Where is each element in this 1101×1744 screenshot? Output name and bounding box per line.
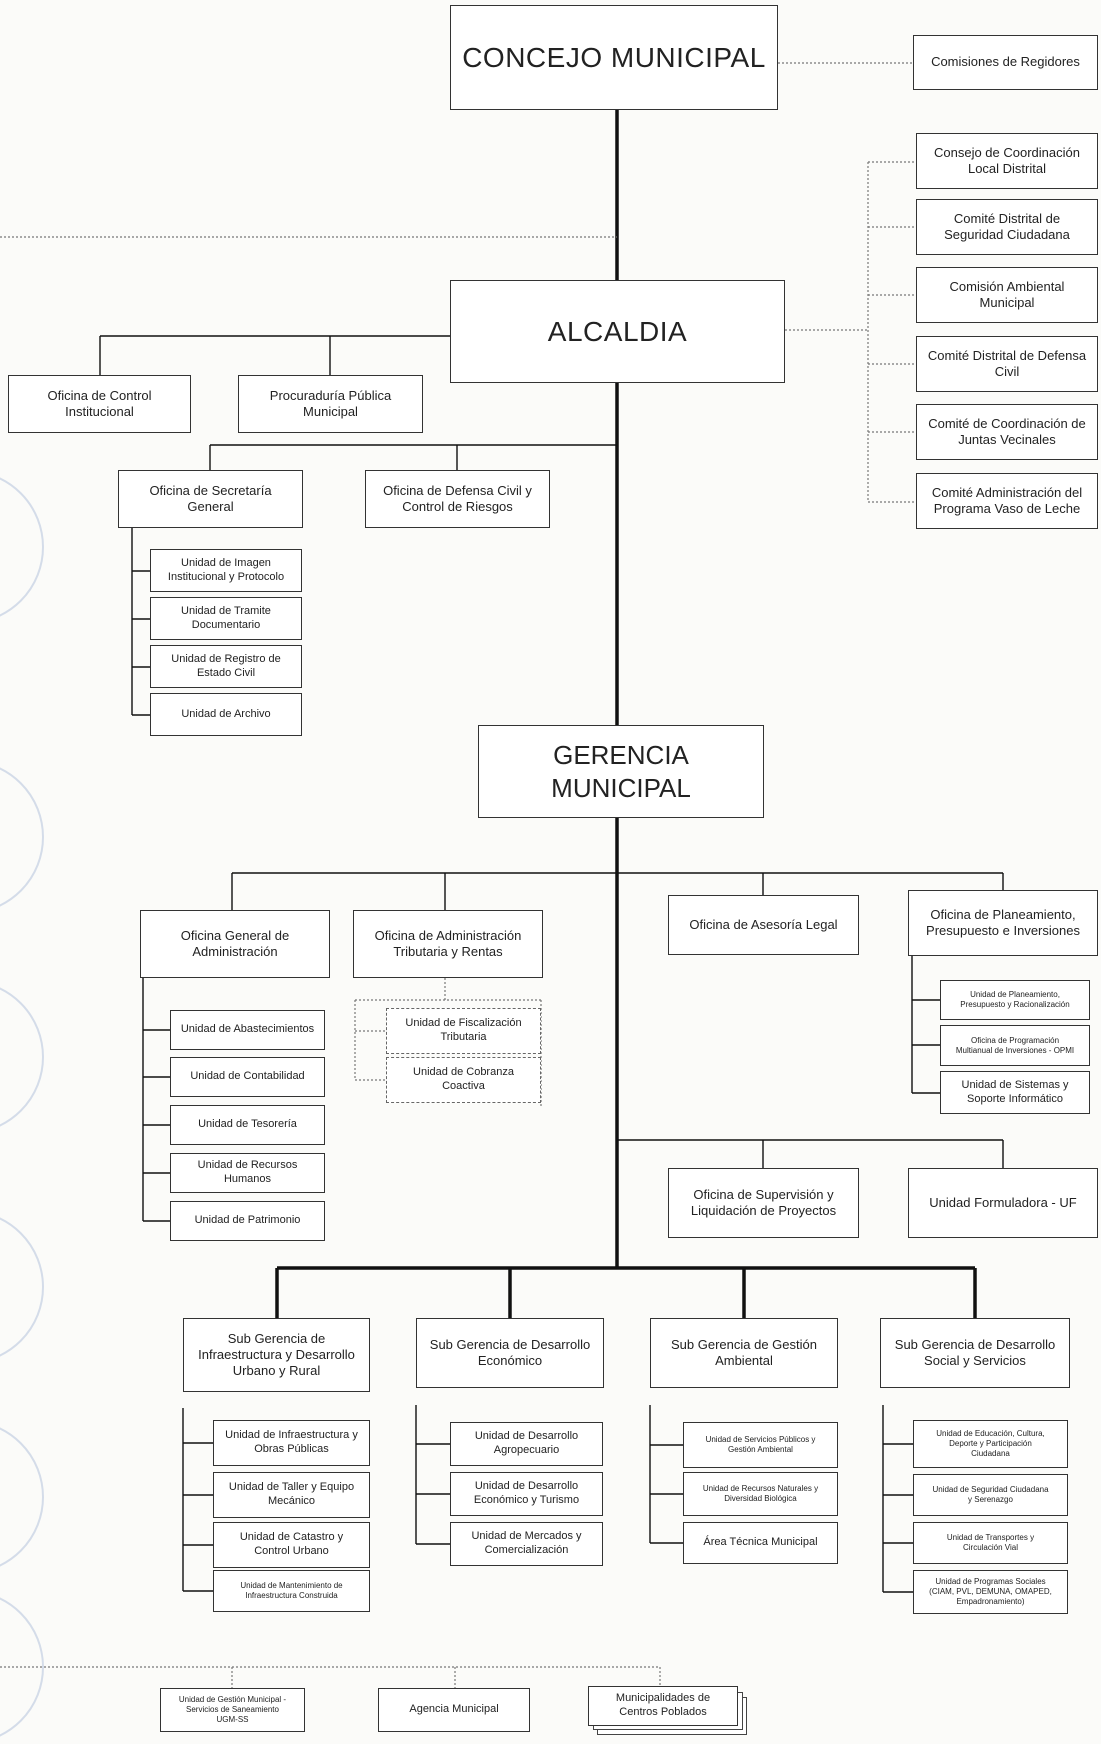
admin-unit-box: Unidad de Contabilidad	[170, 1057, 325, 1097]
subgerencia-unit-box: Unidad de Infraestructura y Obras Públic…	[213, 1420, 370, 1466]
defensa-civil-box: Oficina de Defensa Civil y Control de Ri…	[365, 470, 550, 528]
committee-box: Comité Distrital de Seguridad Ciudadana	[916, 199, 1098, 255]
procuraduria-box: Procuraduría Pública Municipal	[238, 375, 423, 433]
secretaria-unit-box: Unidad de Archivo	[150, 693, 302, 736]
admin-unit-box: Unidad de Patrimonio	[170, 1201, 325, 1241]
subgerencia-unit-box: Unidad de Transportes y Circulación Vial	[913, 1522, 1068, 1564]
subgerencia-unit-box: Área Técnica Municipal	[683, 1522, 838, 1564]
admin-unit-box: Unidad de Recursos Humanos	[170, 1153, 325, 1193]
planeamiento-box: Oficina de Planeamiento, Presupuesto e I…	[908, 890, 1098, 956]
alcaldia-box: ALCALDIA	[450, 280, 785, 383]
committee-box: Comité de Coordinación de Juntas Vecinal…	[916, 404, 1098, 460]
subgerencia-unit-box: Unidad de Educación, Cultura, Deporte y …	[913, 1420, 1068, 1468]
tributaria-box: Oficina de Administración Tributaria y R…	[353, 910, 543, 978]
planeamiento-unit-box: Oficina de Programación Multianual de In…	[940, 1025, 1090, 1066]
subgerencia-unit-box: Unidad de Mantenimiento de Infraestructu…	[213, 1570, 370, 1612]
subgerencia-unit-box: Unidad de Catastro y Control Urbano	[213, 1522, 370, 1568]
committee-box: Comisión Ambiental Municipal	[916, 267, 1098, 323]
subgerencia-unit-box: Unidad de Programas Sociales (CIAM, PVL,…	[913, 1570, 1068, 1614]
subgerencia-box: Sub Gerencia de Infraestructura y Desarr…	[183, 1318, 370, 1392]
supervision-box: Oficina de Supervisión y Liquidación de …	[668, 1168, 859, 1238]
admin-unit-box: Unidad de Abastecimientos	[170, 1010, 325, 1050]
subgerencia-unit-box: Unidad de Desarrollo Económico y Turismo	[450, 1472, 603, 1516]
subgerencia-unit-box: Unidad de Recursos Naturales y Diversida…	[683, 1472, 838, 1516]
centros-poblados-box: Municipalidades de Centros Poblados	[588, 1686, 738, 1726]
ugm-ss-box: Unidad de Gestión Municipal - Servicios …	[160, 1688, 305, 1732]
secretaria-unit-box: Unidad de Tramite Documentario	[150, 597, 302, 640]
control-institucional-box: Oficina de Control Institucional	[8, 375, 191, 433]
subgerencia-unit-box: Unidad de Mercados y Comercialización	[450, 1522, 603, 1566]
subgerencia-unit-box: Unidad de Seguridad Ciudadana y Serenazg…	[913, 1474, 1068, 1516]
subgerencia-box: Sub Gerencia de Gestión Ambiental	[650, 1318, 838, 1388]
comisiones-regidores-box: Comisiones de Regidores	[913, 35, 1098, 90]
unidad-formuladora-box: Unidad Formuladora - UF	[908, 1168, 1098, 1238]
secretaria-general-box: Oficina de Secretaría General	[118, 470, 303, 528]
gerencia-municipal-box: GERENCIA MUNICIPAL	[478, 725, 764, 818]
committee-box: Comité Administración del Programa Vaso …	[916, 473, 1098, 529]
secretaria-unit-box: Unidad de Registro de Estado Civil	[150, 645, 302, 688]
asesoria-legal-box: Oficina de Asesoría Legal	[668, 895, 859, 955]
concejo-municipal-box: CONCEJO MUNICIPAL	[450, 5, 778, 110]
secretaria-unit-box: Unidad de Imagen Institucional y Protoco…	[150, 549, 302, 592]
planeamiento-unit-box: Unidad de Planeamiento, Presupuesto y Ra…	[940, 980, 1090, 1020]
admin-unit-box: Unidad de Tesorería	[170, 1105, 325, 1145]
subgerencia-unit-box: Unidad de Servicios Públicos y Gestión A…	[683, 1422, 838, 1468]
subgerencia-box: Sub Gerencia de Desarrollo Económico	[416, 1318, 604, 1388]
administracion-box: Oficina General de Administración	[140, 910, 330, 978]
subgerencia-unit-box: Unidad de Desarrollo Agropecuario	[450, 1422, 603, 1466]
tributaria-unit-box: Unidad de Cobranza Coactiva	[386, 1057, 541, 1103]
agencia-municipal-box: Agencia Municipal	[378, 1688, 530, 1732]
committee-box: Consejo de Coordinación Local Distrital	[916, 133, 1098, 189]
committee-box: Comité Distrital de Defensa Civil	[916, 336, 1098, 392]
subgerencia-unit-box: Unidad de Taller y Equipo Mecánico	[213, 1472, 370, 1518]
tributaria-unit-box: Unidad de Fiscalización Tributaria	[386, 1008, 541, 1054]
planeamiento-unit-box: Unidad de Sistemas y Soporte Informático	[940, 1071, 1090, 1114]
subgerencia-box: Sub Gerencia de Desarrollo Social y Serv…	[880, 1318, 1070, 1388]
